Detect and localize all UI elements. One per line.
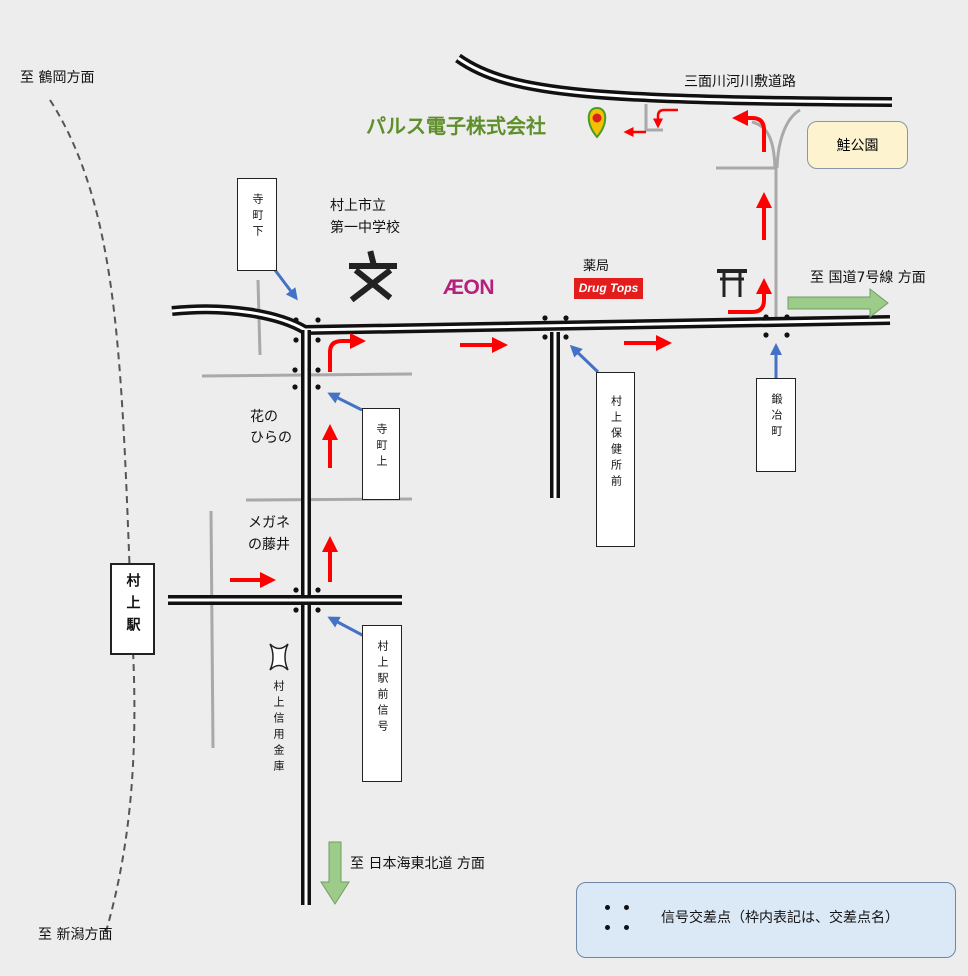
pointer-arrow — [273, 269, 298, 301]
pointer-arrow — [327, 616, 365, 638]
route-arrow — [728, 278, 772, 314]
minor-streets — [201, 104, 801, 749]
shrine-icon — [717, 269, 747, 297]
direction-tsuruoka: 至 鶴岡方面 — [20, 70, 95, 86]
pointer-arrow — [569, 344, 600, 374]
drugtops-logo: Drug Tops — [574, 278, 643, 299]
direction-niigata: 至 新潟方面 — [38, 927, 113, 943]
main-roads — [168, 53, 893, 905]
route-arrow — [732, 110, 766, 152]
intersection-hokenjo-mae: 村上保健所前 — [596, 372, 635, 547]
railway-line — [49, 99, 136, 936]
direction-arrow-route7 — [787, 287, 889, 319]
intersection-label: 村上駅前信号 — [376, 640, 389, 736]
legend-text: 信号交差点（枠内表記は、交差点名） — [661, 910, 899, 926]
intersection-label: 寺町下 — [251, 193, 264, 241]
megane-line1: メガネ — [248, 515, 290, 531]
megane-line2: の藤井 — [248, 537, 290, 553]
route-arrow — [328, 333, 366, 372]
intersection-kajimachi: 鍛冶町 — [756, 378, 796, 472]
aeon-logo: ÆON — [443, 276, 495, 299]
school-icon — [349, 250, 397, 303]
route-arrow — [653, 108, 678, 129]
direction-nihonkai: 至 日本海東北道 方面 — [350, 856, 485, 872]
shinkin-label: 村上信用金庫 — [272, 680, 285, 776]
intersection-teramachi-shita: 寺町下 — [237, 178, 277, 271]
river-road-label: 三面川河川敷道路 — [684, 74, 796, 90]
intersection-teramachi-kami: 寺町上 — [362, 408, 400, 500]
pharmacy-label: 薬局 — [583, 259, 610, 274]
signal-dots — [292, 314, 790, 613]
sake-park: 鮭公園 — [807, 121, 908, 169]
direction-route7: 至 国道7号線 方面 — [810, 270, 926, 286]
school-label-line1: 村上市立 — [330, 198, 386, 214]
intersection-label: 鍛冶町 — [770, 393, 783, 441]
pointer-arrow — [327, 392, 363, 412]
station-label: 村上駅 — [124, 573, 141, 639]
legend: 信号交差点（枠内表記は、交差点名） — [576, 882, 956, 958]
direction-arrow-nihonkai — [320, 841, 350, 905]
intersection-ekimae: 村上駅前信号 — [362, 625, 402, 782]
intersection-label: 村上保健所前 — [609, 395, 623, 491]
legend-signal-dots — [605, 905, 629, 933]
intersection-label: 寺町上 — [375, 423, 388, 471]
station-box: 村上駅 — [110, 563, 155, 655]
route-arrows — [230, 108, 772, 588]
hananohirano-line2: ひらの — [250, 430, 292, 446]
pointer-arrows — [273, 269, 782, 638]
bank-icon — [269, 643, 289, 671]
company-name: パルス電子株式会社 — [366, 114, 546, 138]
hananohirano-line1: 花の — [250, 409, 278, 425]
location-pin-icon — [587, 106, 607, 139]
school-label-line2: 第一中学校 — [330, 220, 400, 236]
